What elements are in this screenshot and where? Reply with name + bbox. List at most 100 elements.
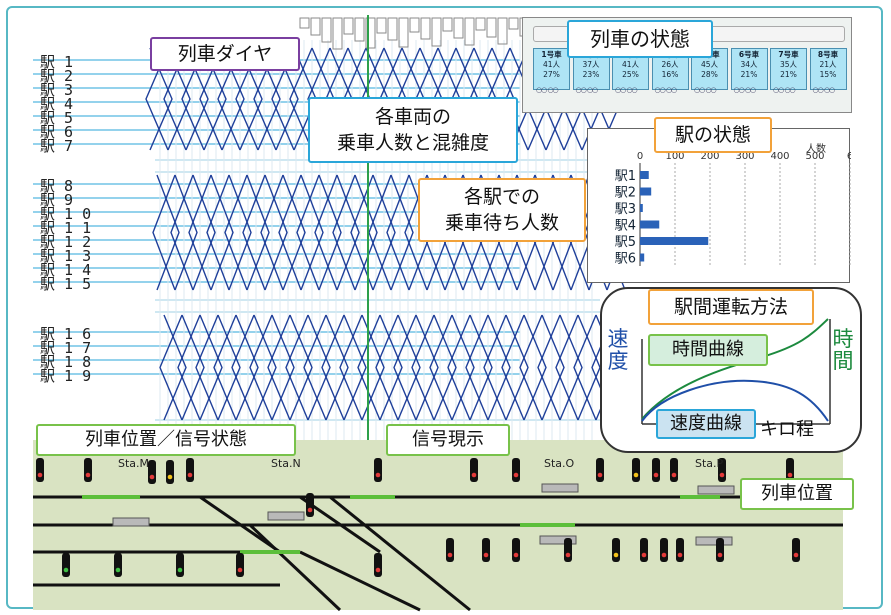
signal-head[interactable] <box>176 553 184 577</box>
signal-head[interactable] <box>446 538 454 562</box>
car-passengers: 34人 <box>740 60 758 69</box>
signal-head[interactable] <box>306 493 314 517</box>
station-row-label: 駅 1 0 <box>40 205 92 223</box>
station-row-label: 駅 1 5 <box>40 275 92 293</box>
train-path <box>224 174 248 291</box>
signal-head[interactable] <box>512 538 520 562</box>
signal-head[interactable] <box>62 553 70 577</box>
signal-head[interactable] <box>792 538 800 562</box>
track-segment <box>329 495 471 612</box>
signal-head[interactable] <box>640 538 648 562</box>
station-row-label: 駅 8 <box>40 177 74 195</box>
platform <box>539 535 577 545</box>
station-row-label: 駅 1 2 <box>40 233 92 251</box>
signal-lamp <box>633 472 639 478</box>
signal-head[interactable] <box>670 458 678 482</box>
station-row-label: 駅 1 1 <box>40 219 92 237</box>
signal-head[interactable] <box>482 538 490 562</box>
train-path <box>260 174 284 291</box>
header-bar <box>508 17 519 30</box>
callout-train-diagram: 列車ダイヤ <box>150 37 300 71</box>
header-bar <box>442 17 453 32</box>
signal-head[interactable] <box>596 458 604 482</box>
signal-head[interactable] <box>374 458 382 482</box>
car-congestion: 15% <box>819 70 837 79</box>
car-wheels: ○○ ○○ <box>694 86 717 94</box>
train-path <box>174 174 198 291</box>
signal-lamp <box>177 567 183 573</box>
train-path <box>386 174 410 291</box>
header-bar <box>321 17 332 43</box>
train-path <box>235 314 259 421</box>
train-path <box>523 314 547 421</box>
chart-tick-label: 6 <box>847 151 851 162</box>
header-bar <box>332 17 343 50</box>
train-path <box>188 174 212 291</box>
train-path <box>159 314 183 421</box>
train-path <box>177 314 201 421</box>
car-congestion: 25% <box>622 70 639 79</box>
signal-head[interactable] <box>374 553 382 577</box>
station-row-label: 駅 1 9 <box>40 367 92 385</box>
train-path <box>231 314 255 421</box>
signal-lamp <box>787 472 793 478</box>
signal-head[interactable] <box>166 460 174 484</box>
signal-lamp <box>63 567 69 573</box>
signal-head[interactable] <box>148 460 156 484</box>
signal-head[interactable] <box>470 458 478 482</box>
station-row-label: 駅 6 <box>40 123 74 141</box>
signal-head[interactable] <box>652 458 660 482</box>
chart-tick-label: 100 <box>665 151 684 162</box>
signal-lamp <box>471 472 477 478</box>
signal-head[interactable] <box>564 538 572 562</box>
signal-head[interactable] <box>36 458 44 482</box>
signal-lamp <box>85 472 91 478</box>
train-path <box>379 314 403 421</box>
track-segment <box>199 495 281 554</box>
time-axis-label: 時 間 <box>831 328 855 372</box>
train-path <box>361 314 385 421</box>
car-congestion: 23% <box>582 70 600 79</box>
signal-lamp <box>661 552 667 558</box>
header-bar <box>420 17 431 40</box>
train-path <box>285 314 309 421</box>
train-path <box>411 314 435 421</box>
train-path <box>303 314 327 421</box>
header-bar <box>431 17 442 47</box>
signal-lamp <box>307 507 313 513</box>
train-path <box>264 174 288 291</box>
signal-lamp <box>793 552 799 558</box>
signal-head[interactable] <box>236 553 244 577</box>
time-axis-char1: 時 <box>832 327 854 351</box>
signal-head[interactable] <box>716 538 724 562</box>
header-bar <box>310 17 321 36</box>
platform <box>112 517 150 527</box>
signal-head[interactable] <box>676 538 684 562</box>
car-congestion: 21% <box>740 70 758 79</box>
train-path <box>469 314 493 421</box>
signal-head[interactable] <box>612 538 620 562</box>
header-bar <box>475 17 486 31</box>
signal-lamp <box>565 552 571 558</box>
signal-head[interactable] <box>186 458 194 482</box>
signal-head[interactable] <box>512 458 520 482</box>
signal-lamp <box>653 472 659 478</box>
chart-category-label: 駅4 <box>615 219 636 234</box>
car-passengers: 35人 <box>779 60 798 69</box>
signal-head[interactable] <box>114 553 122 577</box>
chart-bar <box>640 171 649 179</box>
car-wheels: ○○ ○○ <box>654 86 678 94</box>
header-bar <box>497 17 508 45</box>
speed-curve-label: 速度曲線 <box>656 409 756 439</box>
signal-head[interactable] <box>84 458 92 482</box>
header-bar <box>464 17 475 46</box>
signal-head[interactable] <box>660 538 668 562</box>
car-name: 8号車 <box>817 50 839 59</box>
train-path <box>339 314 363 421</box>
signal-head[interactable] <box>632 458 640 482</box>
